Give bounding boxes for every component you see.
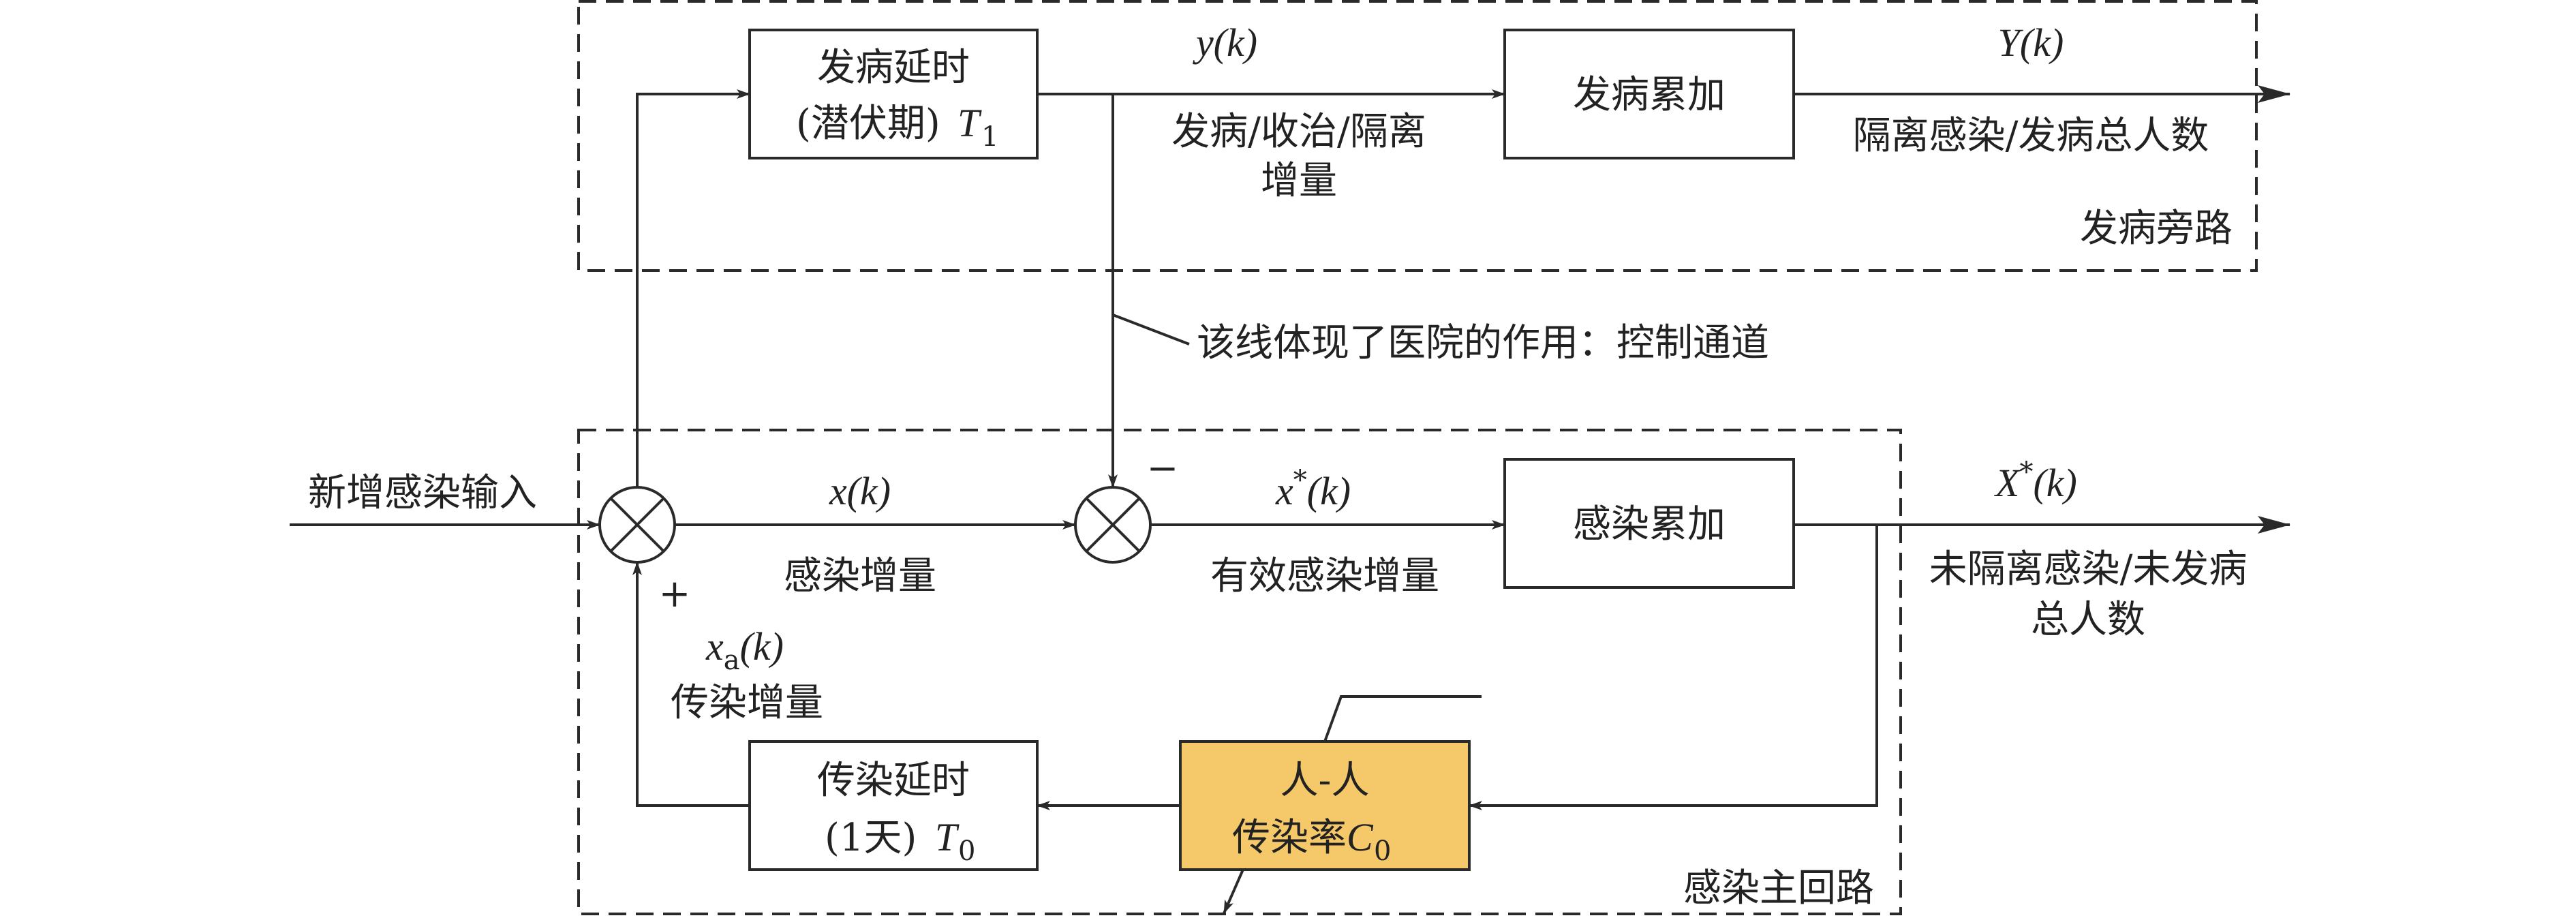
onset-delay-line2: (潜伏期) (796, 102, 940, 146)
signal-x-k: x(k) (829, 469, 891, 513)
to-onset-delay (636, 89, 750, 487)
uncontrolled-total-label-1: 未隔离感染/未发病 (1929, 547, 2248, 592)
infection-increment-label: 感染增量 (784, 554, 936, 598)
summing-junction-2 (1074, 486, 1152, 564)
transmit-rate-line2: 传染率 (1232, 816, 1347, 860)
transmit-delay-sub: 0 (958, 836, 975, 867)
transmit-delay-line1: 传染延时 (817, 759, 970, 803)
transmit-delay-var: T (935, 815, 960, 859)
control-note-label: 该线体现了医院的作用：控制通道 (1197, 321, 1769, 365)
control-note-leader (1112, 313, 1190, 346)
infect-accum-label: 感染累加 (1573, 502, 1726, 547)
signal-Y-k: Y(k) (1998, 20, 2064, 65)
onset-bypass-region (577, 0, 2258, 272)
uncontrolled-total-label-2: 总人数 (2031, 598, 2145, 642)
transmit-rate-line1: 人-人 (1281, 759, 1370, 803)
isolated-total-label: 隔离感染/发病总人数 (1853, 114, 2209, 158)
plus-sign: + (659, 572, 691, 616)
effective-increment-label: 有效感染增量 (1210, 554, 1439, 598)
transmit-delay-block: 传染延时 (1天) T 0 (748, 740, 1039, 871)
onset-delay-line1: 发病延时 (817, 46, 970, 90)
onset-increment-label-2: 增量 (1261, 159, 1337, 203)
transmit-rate-block: 人-人 传染率 C 0 (1179, 740, 1471, 871)
new-infection-input-label: 新增感染输入 (308, 471, 537, 515)
onset-bypass-label: 发病旁路 (2080, 206, 2233, 251)
transmit-delay-line2: (1天) (825, 816, 917, 860)
xa-k-feedback (632, 562, 750, 807)
main-loop-region (577, 429, 1902, 915)
onset-increment-label-1: 发病/收治/隔离 (1171, 110, 1426, 154)
onset-accum-block: 发病累加 (1503, 29, 1795, 159)
onset-delay-var: T (957, 101, 982, 145)
transmission-increment-label: 传染增量 (671, 681, 823, 725)
summing-junction-1 (598, 486, 676, 564)
onset-accum-label: 发病累加 (1573, 73, 1726, 117)
feedback-to-rate (1469, 525, 1878, 810)
infect-accum-block: 感染累加 (1503, 458, 1795, 589)
rate-adjust-arrow (1223, 869, 1244, 914)
signal-Xstar-k: X*(k) (1994, 457, 2077, 505)
minus-sign: − (1147, 446, 1179, 491)
onset-delay-block: 发病延时 (潜伏期) T 1 (748, 29, 1039, 159)
onset-delay-sub: 1 (981, 121, 998, 153)
rate-tuning-knob (1323, 695, 1482, 742)
signal-xstar-k: x*(k) (1275, 465, 1351, 513)
main-loop-label: 感染主回路 (1683, 866, 1874, 911)
signal-y-k: y(k) (1193, 20, 1257, 65)
transmit-rate-sub: 0 (1374, 836, 1391, 867)
transmit-rate-var: C (1347, 815, 1374, 859)
signal-xa-k: xa(k) (705, 624, 784, 676)
